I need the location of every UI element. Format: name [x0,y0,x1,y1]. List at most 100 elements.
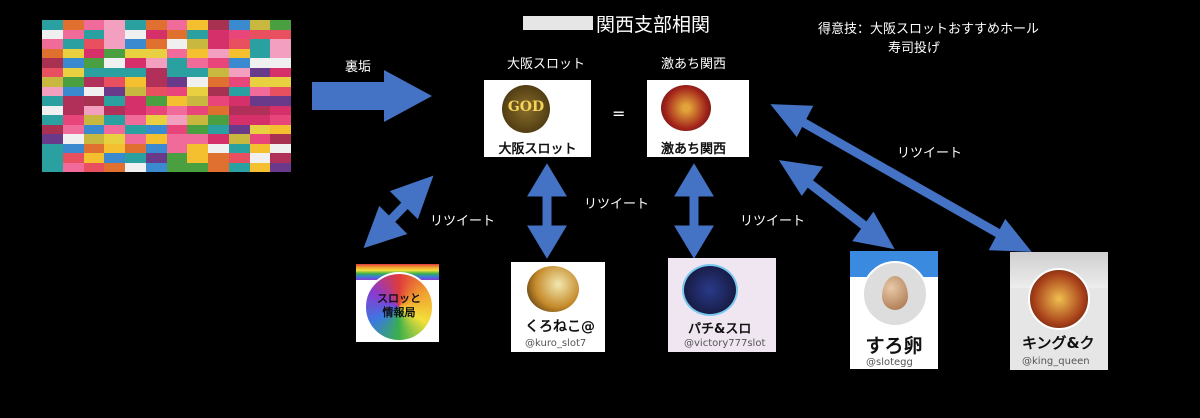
mosaic-cell [125,143,146,153]
king-handle: @king_queen [1022,356,1090,367]
mosaic-cell [166,48,188,58]
mosaic-cell [62,143,84,153]
osaka-name: 大阪スロット [498,142,577,157]
mosaic-cell [62,162,84,172]
mosaic-cell [125,162,146,172]
card-slot-joho[interactable]: スロッと情報局 [356,264,439,342]
mosaic-cell [83,58,105,68]
mosaic-cell [62,134,84,144]
mosaic-cell [208,39,229,49]
mosaic-cell [208,48,229,58]
mosaic-cell [187,162,208,172]
suro-name: すろ卵 [865,335,923,357]
mosaic-cell [62,86,84,96]
card-osaka-slot[interactable]: GOD 大阪スロット [484,80,591,157]
card-kuro[interactable]: くろねこ@ @kuro_slot7 [511,262,605,352]
mosaic-cell [166,20,188,30]
mosaic-cell [228,96,250,106]
slot-joho-text: スロッと情報局 [377,292,421,319]
mosaic-cell [187,48,208,58]
mosaic-cell [208,162,229,172]
mosaic-cell [187,115,208,125]
mosaic-cell [249,124,271,134]
mosaic-cell [104,124,125,134]
mosaic-cell [187,58,208,68]
mosaic-cell [104,77,125,87]
mosaic-cell [83,153,105,163]
mosaic-cell [187,20,208,30]
mosaic-cell [208,67,229,77]
mosaic-cell [42,58,63,68]
mosaic-cell [228,77,250,87]
mosaic-cell [228,134,250,144]
mosaic-cell [270,162,291,172]
kuro-name: くろねこ@ [525,319,595,335]
osaka-header: 大阪スロット [507,57,586,72]
victory-name: パチ&スロ [688,322,752,337]
mosaic-cell [145,115,167,125]
mosaic-cell [62,96,84,106]
card-king[interactable]: キング&ク @king_queen [1010,252,1108,370]
mosaic-cell [42,96,63,106]
mosaic-cell [208,77,229,87]
mosaic-cell [83,48,105,58]
mosaic-cell [249,153,271,163]
mosaic-cell [42,143,63,153]
mosaic-cell [104,86,125,96]
mosaic-cell [83,20,105,30]
mosaic-cell [145,153,167,163]
king-name: キング&ク [1022,334,1095,352]
mosaic-cell [166,58,188,68]
mosaic-cell [42,48,63,58]
mosaic-cell [104,162,125,172]
mosaic-cell [62,124,84,134]
mosaic-cell [83,143,105,153]
mosaic-cell [166,96,188,106]
mosaic-cell [166,29,188,39]
god-logo: GOD [502,85,550,133]
mosaic-cell [62,105,84,115]
mosaic-cell [83,86,105,96]
mosaic-cell [228,48,250,58]
mosaic-cell [125,39,146,49]
mosaic-cell [125,67,146,77]
top-right-line2: 寿司投げ [888,41,941,56]
mosaic-cell [270,124,291,134]
mosaic-cell [104,20,125,30]
mosaic-cell [104,143,125,153]
mosaic-cell [42,134,63,144]
mosaic-cell [270,143,291,153]
mosaic-cell [125,77,146,87]
king-avatar [1028,268,1090,330]
mosaic-cell [62,48,84,58]
mosaic-cell [125,96,146,106]
mosaic-cell [145,143,167,153]
mosaic-cell [83,77,105,87]
mosaic-cell [187,77,208,87]
mosaic-cell [62,39,84,49]
card-gekiachi[interactable]: 激あち関西 [647,80,749,157]
mosaic-cell [166,67,188,77]
mosaic-cell [104,48,125,58]
mosaic-cell [228,20,250,30]
mosaic-cell [228,58,250,68]
mosaic-cell [228,29,250,39]
gekiachi-logo [661,85,711,131]
mosaic-cell [166,39,188,49]
mosaic-cell [104,153,125,163]
mosaic-cell [145,124,167,134]
mosaic-cell [270,77,291,87]
mosaic-cell [270,96,291,106]
mosaic-cell [125,134,146,144]
mosaic-cell [187,39,208,49]
mosaic-cell [208,20,229,30]
victory-logo [682,264,738,316]
main-right-arrow [312,70,432,122]
mosaic-cell [42,124,63,134]
card-victory[interactable]: パチ&スロ @victory777slot [668,258,776,352]
mosaic-cell [145,58,167,68]
mosaic-cell [145,86,167,96]
mosaic-cell [208,96,229,106]
card-suro[interactable]: すろ卵 @slotegg [850,251,938,369]
mosaic-cell [145,96,167,106]
